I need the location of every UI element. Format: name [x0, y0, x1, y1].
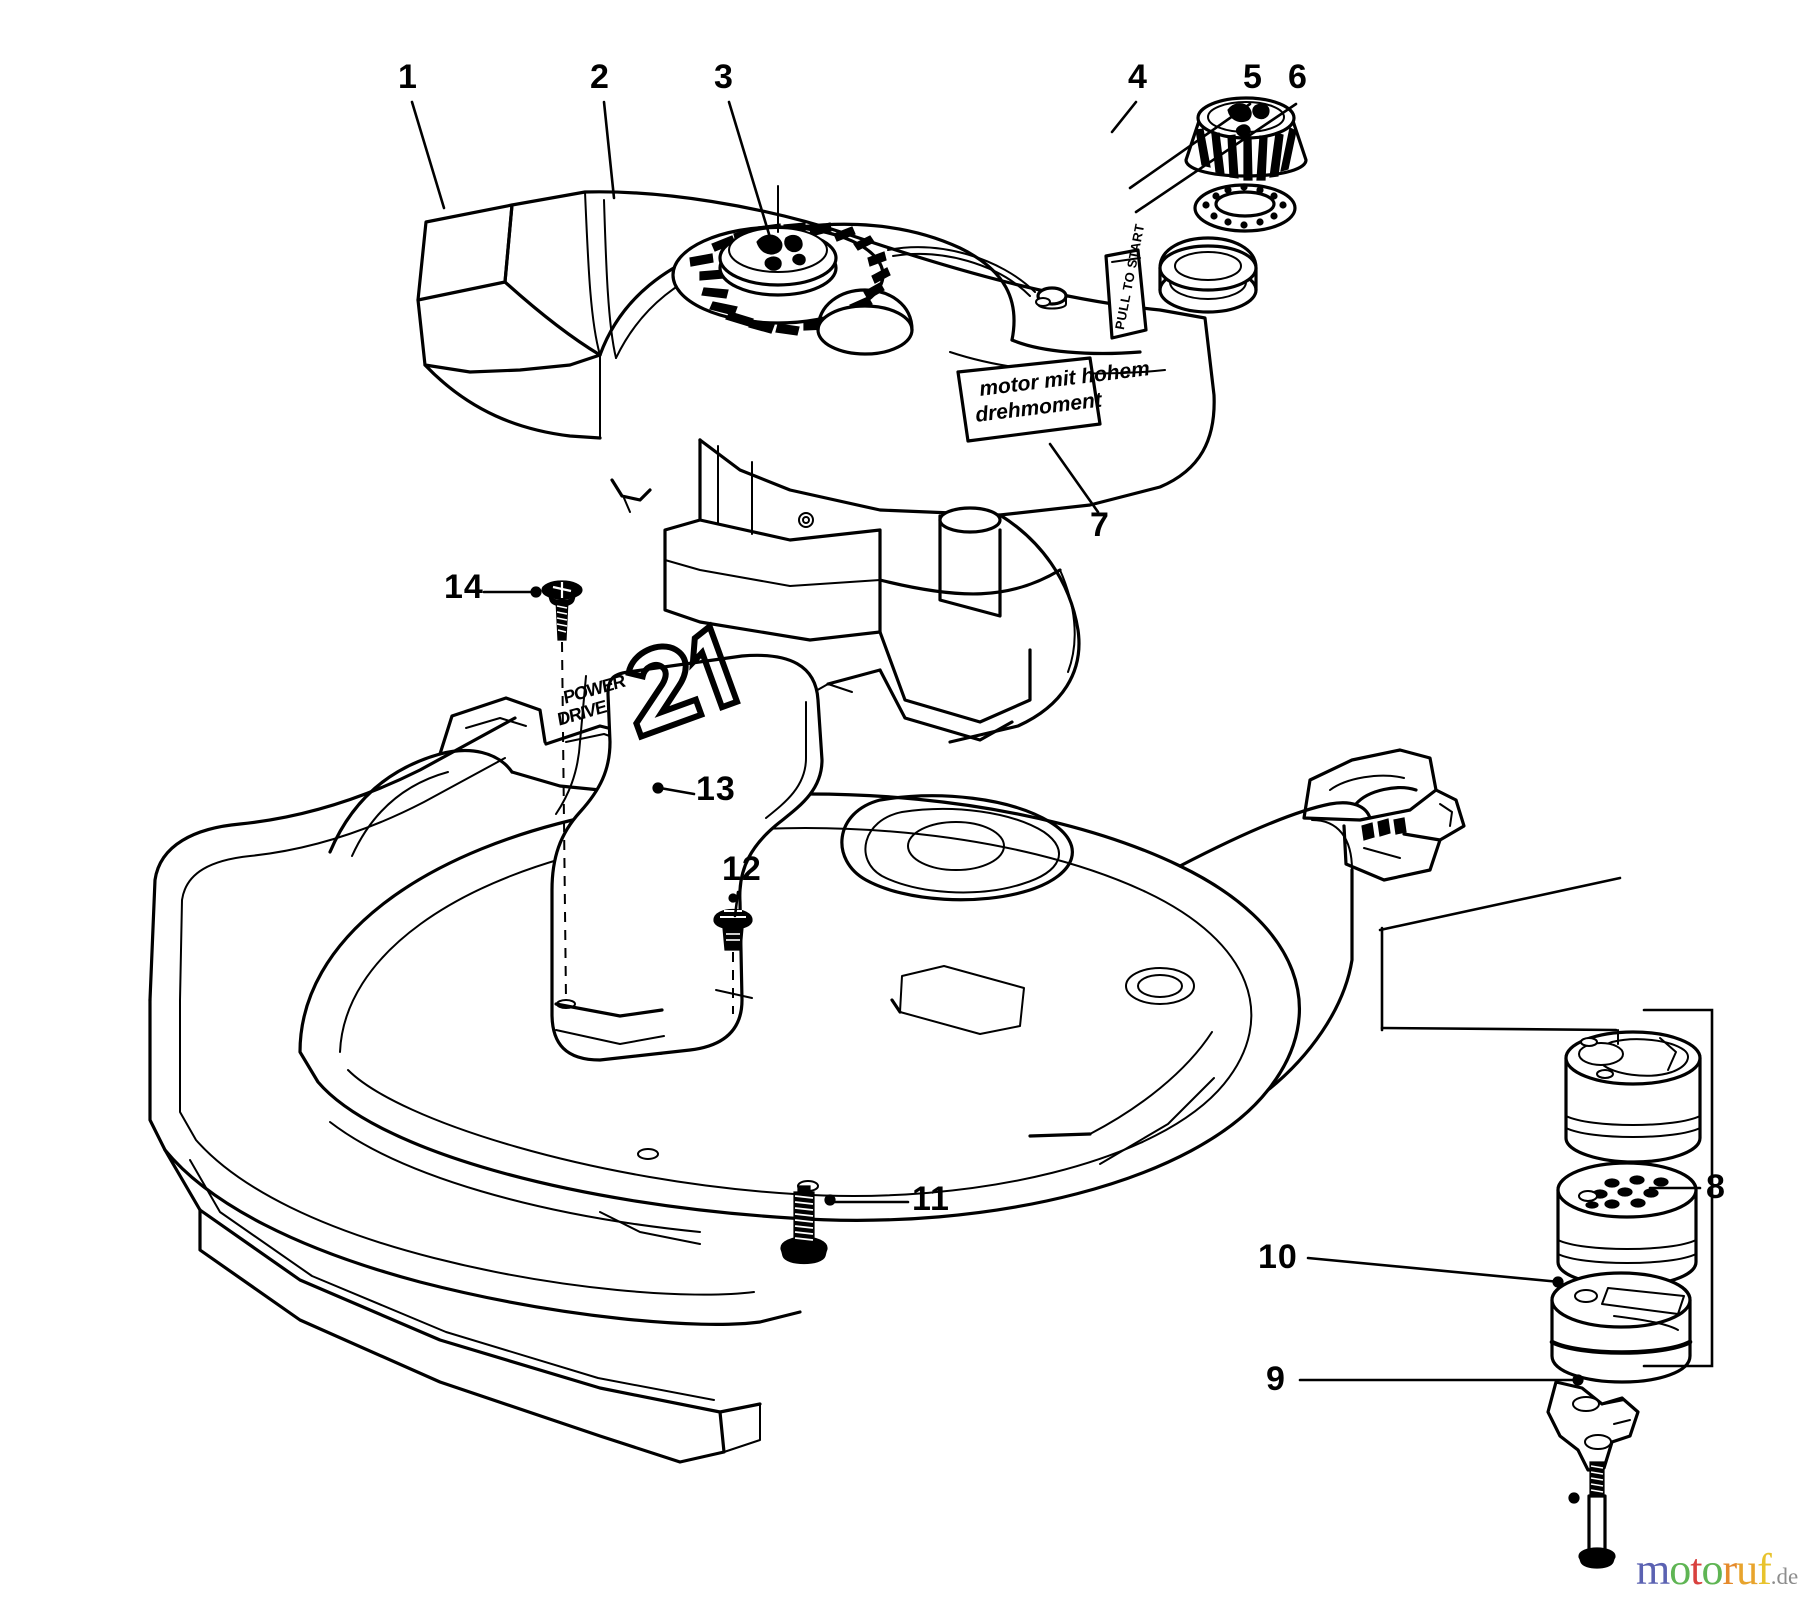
engine-shroud-cover — [550, 621, 824, 1062]
engine-cover-group — [416, 96, 1308, 744]
watermark-letter-m: m — [1636, 1545, 1670, 1594]
watermark-letter-f: f — [1757, 1545, 1772, 1594]
callout-leaders — [410, 100, 1702, 1386]
callout-5: 5 — [1243, 58, 1263, 96]
bolt-9 — [1568, 1461, 1616, 1569]
callout-8: 8 — [1706, 1168, 1726, 1206]
watermark-suffix: .de — [1770, 1564, 1799, 1589]
rear-bracket — [1302, 748, 1466, 882]
watermark-letter-t: t — [1690, 1545, 1702, 1594]
watermark-motoruf: motoruf.de — [1636, 1548, 1798, 1592]
watermark-letter-o1: o — [1669, 1545, 1691, 1594]
push-rivet-12 — [713, 893, 753, 1014]
callout-4: 4 — [1128, 58, 1148, 96]
screw-14 — [530, 580, 583, 1009]
callout-1: 1 — [398, 58, 418, 96]
bolt-11 — [780, 1185, 836, 1265]
callout-12: 12 — [722, 850, 762, 888]
callout-7: 7 — [1090, 506, 1110, 544]
callout-9: 9 — [1266, 1360, 1286, 1398]
mower-deck-group — [148, 696, 1466, 1464]
callout-6: 6 — [1288, 58, 1308, 96]
watermark-letter-r: r — [1722, 1545, 1737, 1594]
muffler-assembly-8 — [1378, 876, 1714, 1384]
fuel-cap-gasket — [1193, 183, 1297, 233]
muffler-bracket-10 — [1546, 1380, 1640, 1472]
callout-11: 11 — [912, 1180, 950, 1218]
callout-14: 14 — [444, 568, 484, 606]
callout-3: 3 — [714, 58, 734, 96]
watermark-letter-o2: o — [1701, 1545, 1723, 1594]
watermark-letter-u: u — [1736, 1545, 1758, 1594]
fuel-cap — [1184, 96, 1308, 181]
callout-10: 10 — [1258, 1238, 1298, 1276]
callout-2: 2 — [590, 58, 610, 96]
callout-13: 13 — [696, 770, 736, 808]
